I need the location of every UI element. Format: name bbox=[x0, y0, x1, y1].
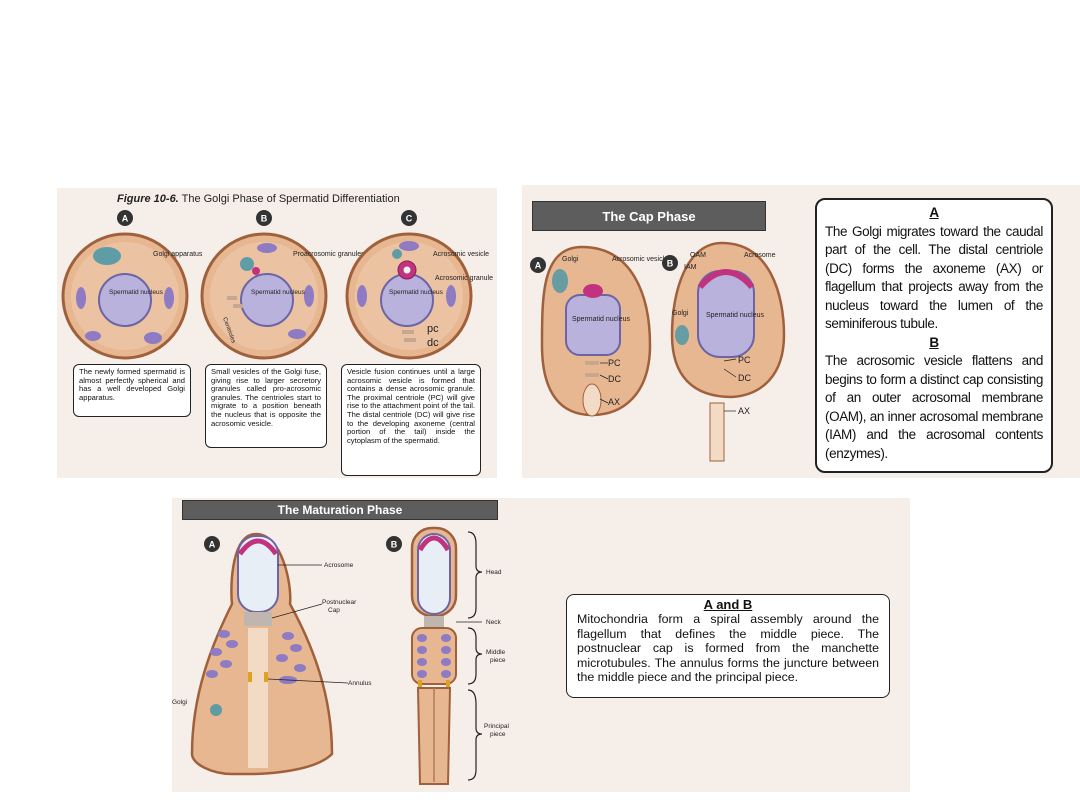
cap-label-ax-a: AX bbox=[608, 397, 620, 407]
region-principal: Principal bbox=[484, 723, 509, 730]
panel-letter-a: A bbox=[122, 214, 129, 224]
label-acrosomic-granule: Acrosomic granule bbox=[435, 275, 493, 282]
cap-label-iam: IAM bbox=[684, 264, 697, 271]
cap-text-a: The Golgi migrates toward the caudal par… bbox=[825, 223, 1043, 332]
cap-text-heading-b: B bbox=[929, 334, 939, 350]
maturation-text: Mitochondria form a spiral assembly arou… bbox=[577, 612, 879, 685]
region-middle: Middle bbox=[486, 649, 506, 656]
golgi-phase-cells: A Golgi apparatus Spermatid nucleus B bbox=[61, 210, 493, 360]
cap-label-nucleus-b: Spermatid nucleus bbox=[706, 312, 764, 319]
panel-letter-c: C bbox=[406, 214, 413, 224]
cap-label-dc-a: DC bbox=[608, 374, 621, 384]
cap-label-acrosomic-vesicle: Acrosomic vesicle bbox=[612, 256, 668, 263]
cap-letter-a: A bbox=[535, 261, 542, 271]
cell-c: C Acrosomic vesicle Acrosomic granule Sp… bbox=[345, 210, 493, 360]
cap-label-acrosome: Acrosome bbox=[744, 252, 776, 259]
cap-cell-b: B OAM IAM Acrosome Golgi Spermatid nucle… bbox=[662, 241, 786, 462]
figure-subtitle: The Golgi Phase of Spermatid Differentia… bbox=[181, 193, 400, 205]
region-middle-piece: piece bbox=[490, 657, 506, 664]
maturation-cells: A Acrosome Postnuclear Cap Annulus Golgi bbox=[172, 526, 509, 785]
cap-label-oam: OAM bbox=[690, 252, 706, 259]
cap-label-golgi-b: Golgi bbox=[672, 310, 689, 317]
caption-c: Vesicle fusion continues until a large a… bbox=[341, 364, 481, 476]
label-dc: dc bbox=[427, 337, 439, 349]
cap-cell-a: A Golgi Acrosomic vesicle Spermatid nucl… bbox=[530, 245, 668, 417]
maturation-phase-figure: The Maturation Phase A Acrosome Postnucl… bbox=[172, 498, 910, 792]
maturation-cell-b: B Head Neck Middle piece Principal piece bbox=[386, 526, 509, 785]
maturation-phase-title: The Maturation Phase bbox=[182, 500, 498, 520]
label-proacrosomic: Proacrosomic granules bbox=[293, 251, 365, 258]
cap-text-b: The acrosomic vesicle flattens and begin… bbox=[825, 353, 1043, 461]
cap-label-nucleus-a: Spermatid nucleus bbox=[572, 316, 630, 323]
cap-label-ax-b: AX bbox=[738, 406, 750, 416]
cap-label-pc-b: PC bbox=[738, 355, 751, 365]
region-head: Head bbox=[486, 569, 502, 576]
cap-text-heading-a: A bbox=[929, 205, 939, 220]
region-neck: Neck bbox=[486, 619, 502, 626]
figure-title: Figure 10-6. The Golgi Phase of Spermati… bbox=[117, 193, 400, 205]
caption-b: Small vesicles of the Golgi fuse, giving… bbox=[205, 364, 327, 448]
maturation-text-heading: A and B bbox=[703, 597, 753, 612]
label-postnuclear: Postnuclear bbox=[322, 599, 357, 606]
label-nucleus-a: Spermatid nucleus bbox=[109, 289, 164, 296]
label-pc: pc bbox=[427, 323, 439, 335]
maturation-text-box: A and B Mitochondria form a spiral assem… bbox=[566, 594, 890, 698]
cap-phase-cells: A Golgi Acrosomic vesicle Spermatid nucl… bbox=[530, 241, 786, 462]
cap-letter-b: B bbox=[667, 259, 674, 269]
region-principal-piece: piece bbox=[490, 731, 506, 738]
figure-number: Figure 10-6. bbox=[117, 193, 179, 205]
cap-phase-title: The Cap Phase bbox=[532, 201, 766, 231]
golgi-phase-figure: Figure 10-6. The Golgi Phase of Spermati… bbox=[57, 188, 497, 478]
label-acrosomic-vesicle: Acrosomic vesicle bbox=[433, 251, 489, 258]
cap-phase-text-box: A The Golgi migrates toward the caudal p… bbox=[815, 198, 1053, 473]
cell-b: B Proacrosomic granules Spermatid nucleu… bbox=[200, 210, 365, 360]
label-nucleus-c: Spermatid nucleus bbox=[389, 289, 444, 296]
label-annulus: Annulus bbox=[348, 680, 372, 687]
cap-label-golgi-a: Golgi bbox=[562, 256, 579, 263]
golgi-apparatus bbox=[93, 247, 121, 265]
panel-letter-b: B bbox=[261, 214, 268, 224]
cap-phase-figure: The Cap Phase A Golgi Acrosomic vesicle … bbox=[522, 185, 1080, 478]
cap-label-pc-a: PC bbox=[608, 358, 621, 368]
maturation-letter-a: A bbox=[209, 540, 216, 550]
label-postnuclear-cap: Cap bbox=[328, 607, 340, 614]
caption-a: The newly formed spermatid is almost per… bbox=[73, 364, 191, 417]
label-nucleus-b: Spermatid nucleus bbox=[251, 289, 306, 296]
label-golgi-apparatus: Golgi apparatus bbox=[153, 251, 203, 258]
cell-a: A Golgi apparatus Spermatid nucleus bbox=[61, 210, 203, 360]
cap-label-dc-b: DC bbox=[738, 373, 751, 383]
label-acrosome: Acrosome bbox=[324, 562, 354, 569]
label-golgi-mat: Golgi bbox=[172, 699, 187, 706]
maturation-letter-b: B bbox=[391, 540, 398, 550]
maturation-cell-a: A Acrosome Postnuclear Cap Annulus Golgi bbox=[172, 532, 372, 776]
